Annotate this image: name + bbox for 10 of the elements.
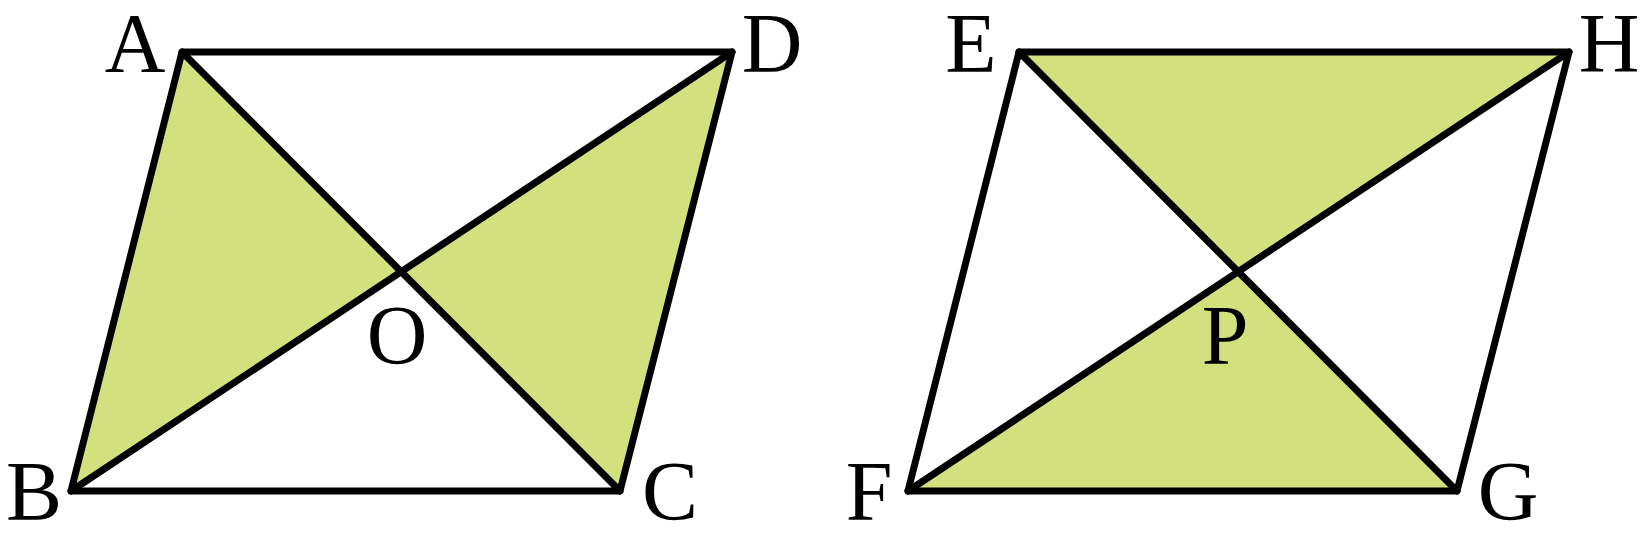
point-label: F bbox=[845, 450, 893, 534]
point-label: O bbox=[366, 294, 428, 378]
point-label: C bbox=[642, 450, 698, 534]
point-label: D bbox=[741, 2, 803, 86]
point-label: P bbox=[1201, 294, 1249, 378]
point-label: B bbox=[6, 450, 62, 534]
point-label: A bbox=[104, 2, 166, 86]
point-label: E bbox=[945, 2, 997, 86]
point-label: H bbox=[1578, 2, 1640, 86]
point-label: G bbox=[1477, 450, 1539, 534]
